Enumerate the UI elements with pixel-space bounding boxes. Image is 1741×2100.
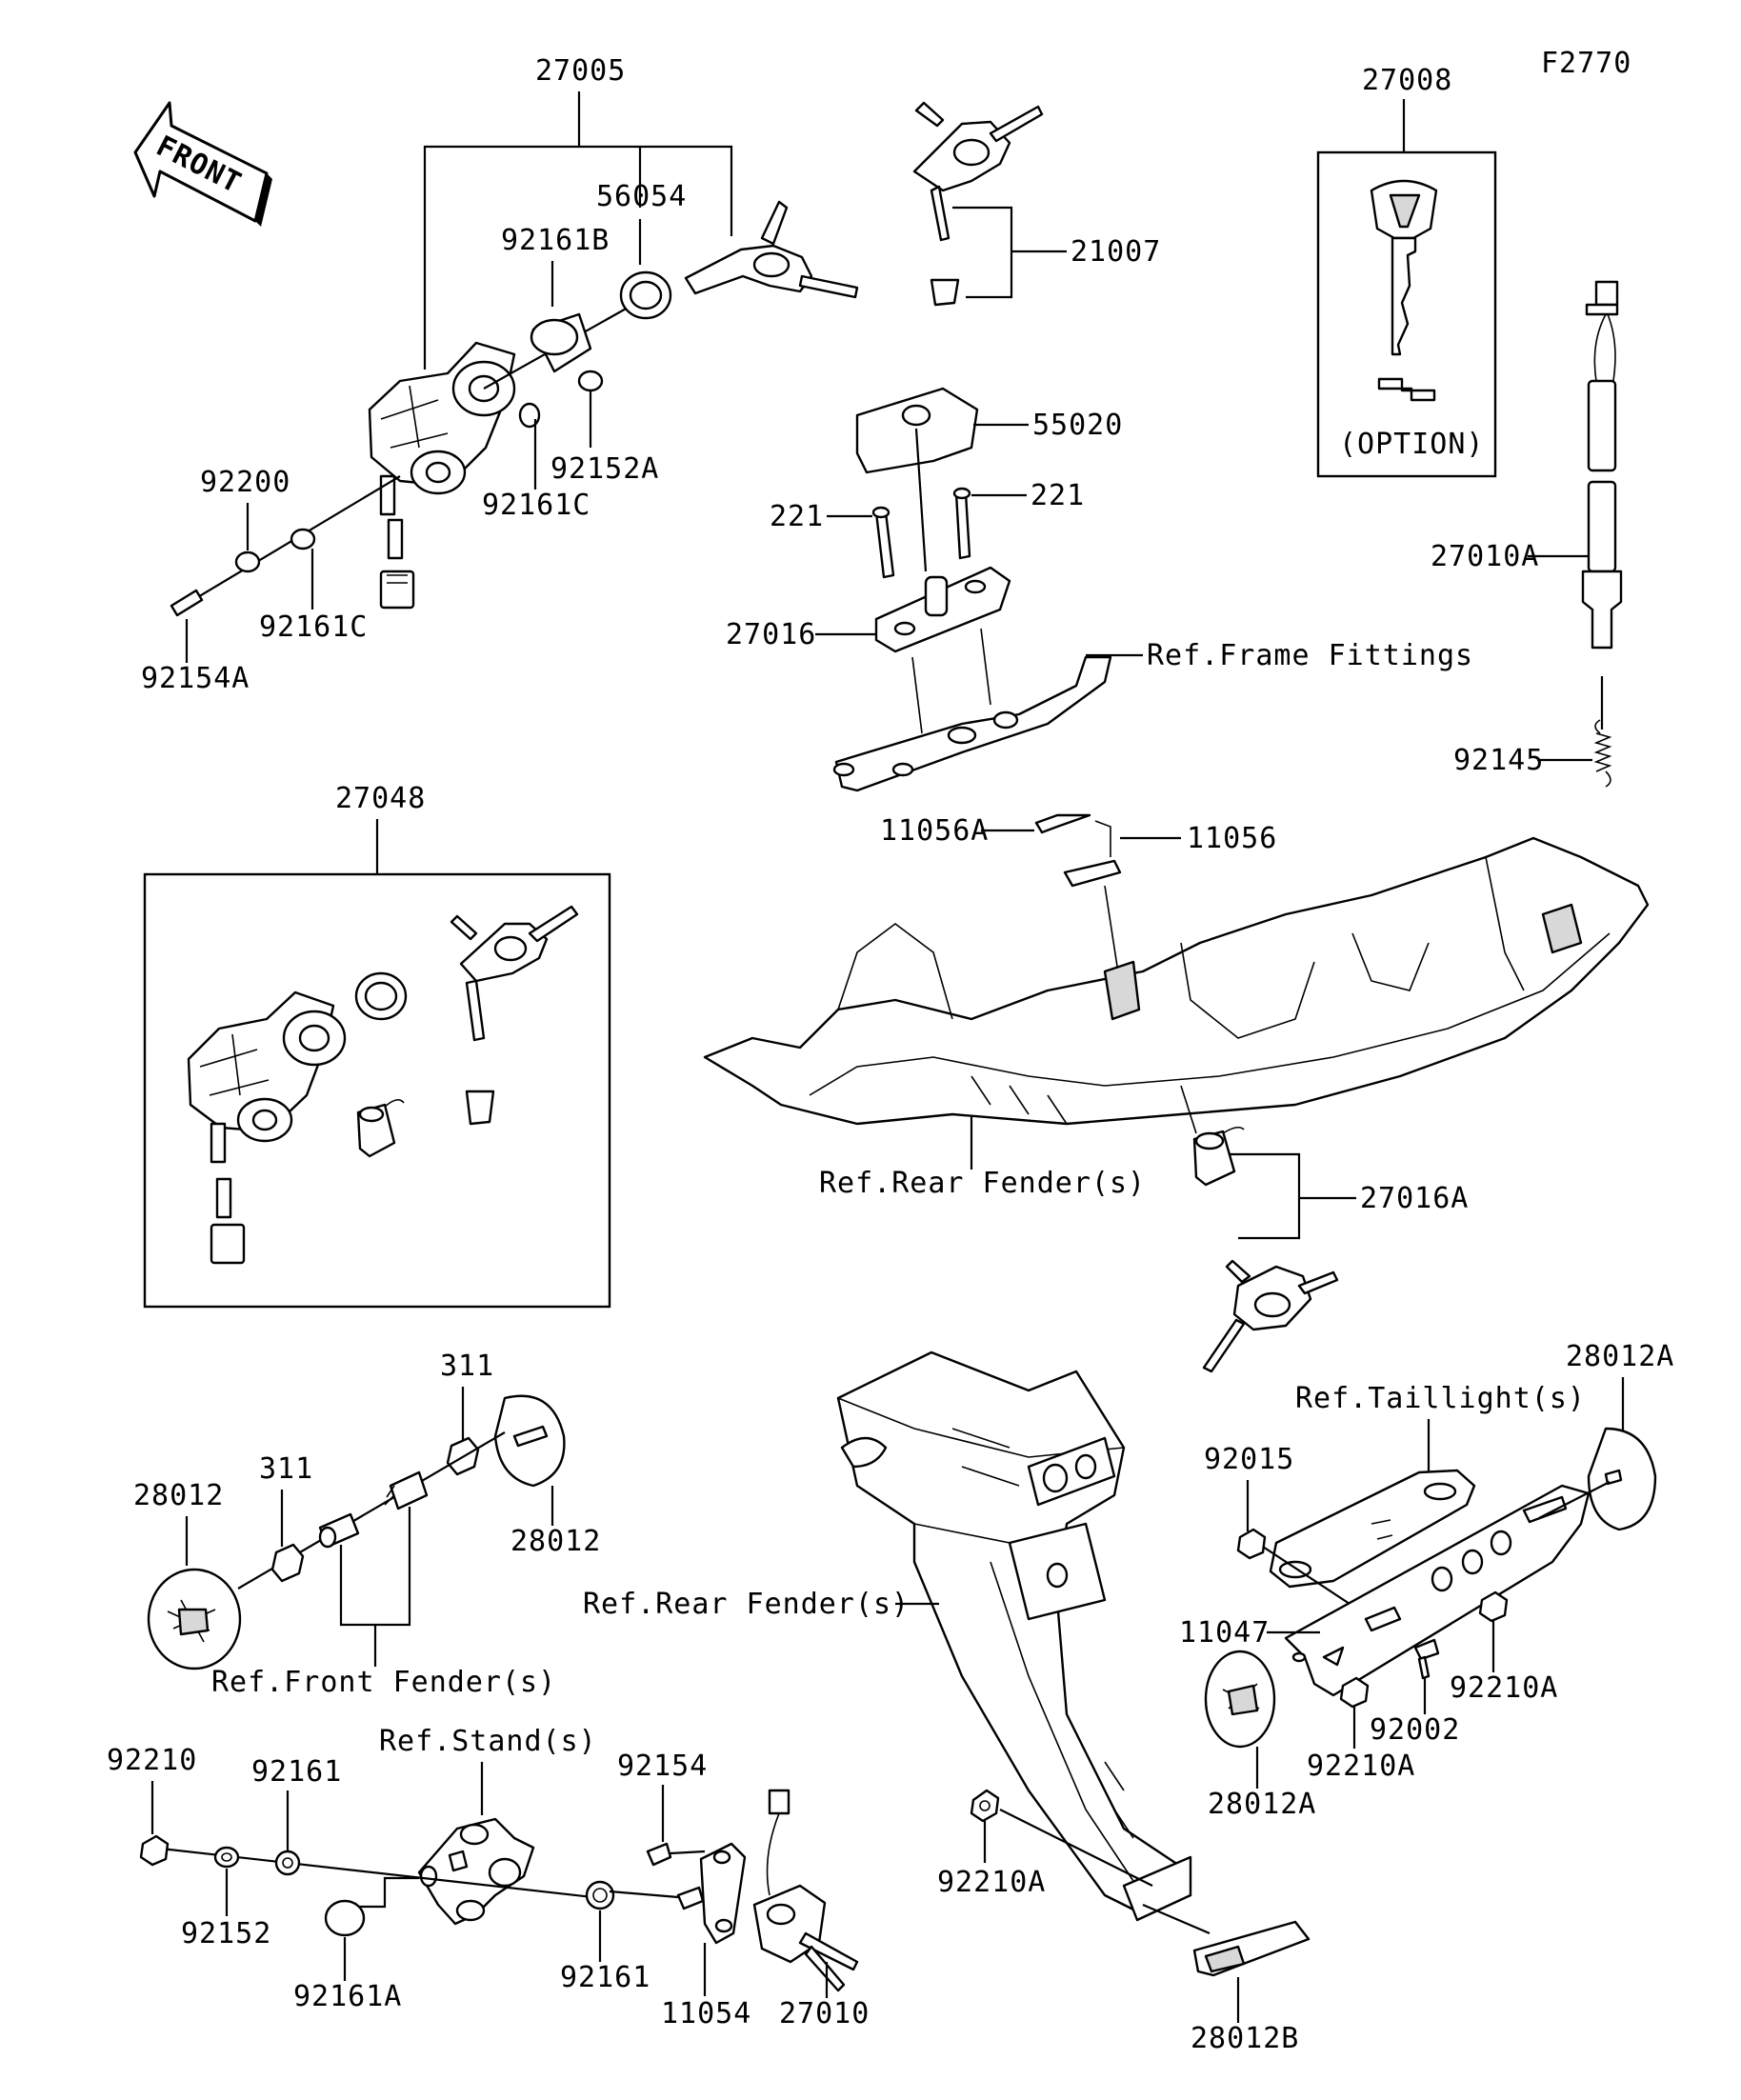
label-92002: 92002 xyxy=(1370,1713,1460,1747)
label-11056A: 11056A xyxy=(880,814,989,848)
seat-lock-group: 55020 221 221 27016 Ref.Frame Fittings xyxy=(726,387,1473,792)
label-ref-rear-fender-2: Ref.Rear Fender(s) xyxy=(583,1588,910,1621)
label-27010A: 27010A xyxy=(1431,540,1539,573)
label-92200: 92200 xyxy=(200,466,290,499)
taillight-mount-group: Ref.Taillight(s) 92015 28012A 11047 2801… xyxy=(1179,1340,1674,1821)
key-blank-group: 21007 xyxy=(912,101,1161,307)
label-27016: 27016 xyxy=(726,618,816,651)
label-11047: 11047 xyxy=(1179,1616,1270,1650)
label-21007: 21007 xyxy=(1071,235,1161,269)
label-92161A: 92161A xyxy=(293,1980,402,2013)
label-27008: 27008 xyxy=(1362,64,1452,97)
label-56054: 56054 xyxy=(596,180,687,213)
ignition-switch-body xyxy=(368,341,516,516)
label-92015: 92015 xyxy=(1204,1443,1294,1476)
license-plate-bracket: Ref.Rear Fender(s) xyxy=(583,1350,1192,1922)
label-92210: 92210 xyxy=(107,1744,197,1777)
label-92154A: 92154A xyxy=(141,662,250,695)
label-92161C-a: 92161C xyxy=(259,610,368,644)
label-92154: 92154 xyxy=(617,1750,708,1783)
seat-lock-key-group: 27016A xyxy=(1180,1085,1469,1373)
front-reflector-group: 311 28012 311 Ref.Front Fender(s) 28012 xyxy=(133,1350,601,1699)
kit-box: 27048 xyxy=(143,782,611,1309)
hook-group: 11056A 11056 xyxy=(880,813,1277,1010)
label-311-b: 311 xyxy=(440,1350,494,1383)
label-92161-b: 92161 xyxy=(560,1961,650,1994)
label-ref-rear-fender-1: Ref.Rear Fender(s) xyxy=(819,1167,1146,1200)
label-11054: 11054 xyxy=(661,1997,751,2030)
label-11056: 11056 xyxy=(1187,822,1277,855)
figure-code: F2770 xyxy=(1541,47,1631,80)
ignition-key xyxy=(684,200,859,299)
front-arrow-icon: FRONT xyxy=(133,101,272,227)
label-ref-frame-fittings: Ref.Frame Fittings xyxy=(1147,639,1473,672)
label-27010: 27010 xyxy=(779,1997,870,2030)
side-stand-switch-group: Ref.Stand(s) 92210 92152 92161 92161A xyxy=(107,1725,870,2030)
label-221-b: 221 xyxy=(1031,479,1085,512)
label-ref-taillight: Ref.Taillight(s) xyxy=(1295,1382,1586,1415)
brake-switch-group: 27010A 92145 xyxy=(1431,280,1623,788)
label-221-a: 221 xyxy=(770,500,824,533)
label-92145: 92145 xyxy=(1453,744,1544,777)
label-92152A: 92152A xyxy=(550,452,659,486)
ignition-switch-group: 27005 56054 92161B xyxy=(141,54,859,695)
nut-92210A-center: 92210A xyxy=(937,1789,1153,1899)
label-92210A-b: 92210A xyxy=(1307,1750,1415,1783)
label-27005: 27005 xyxy=(535,54,626,88)
option-key-box: 27008 (OPTION) xyxy=(1316,64,1497,478)
label-28012A-b: 28012A xyxy=(1208,1788,1316,1821)
label-28012-b: 28012 xyxy=(510,1525,601,1558)
label-ref-front-fender: Ref.Front Fender(s) xyxy=(211,1666,556,1699)
label-92210A-c: 92210A xyxy=(937,1866,1046,1899)
label-28012-a: 28012 xyxy=(133,1479,224,1512)
label-92161B: 92161B xyxy=(501,224,610,257)
label-92161-a: 92161 xyxy=(251,1755,342,1789)
label-311-a: 311 xyxy=(259,1452,313,1486)
rear-fender-top: Ref.Rear Fender(s) xyxy=(703,836,1650,1200)
rear-reflector: 28012B xyxy=(1142,1903,1311,2055)
label-92152: 92152 xyxy=(181,1917,271,1950)
label-27016A: 27016A xyxy=(1360,1182,1469,1215)
label-92210A-a: 92210A xyxy=(1450,1671,1558,1705)
label-ref-stand: Ref.Stand(s) xyxy=(379,1725,597,1758)
label-92161C-b: 92161C xyxy=(482,489,590,522)
label-27048: 27048 xyxy=(335,782,426,815)
label-28012B: 28012B xyxy=(1191,2022,1299,2055)
label-55020: 55020 xyxy=(1032,409,1123,442)
label-28012A-a: 28012A xyxy=(1566,1340,1674,1373)
option-label: (OPTION) xyxy=(1339,428,1485,461)
